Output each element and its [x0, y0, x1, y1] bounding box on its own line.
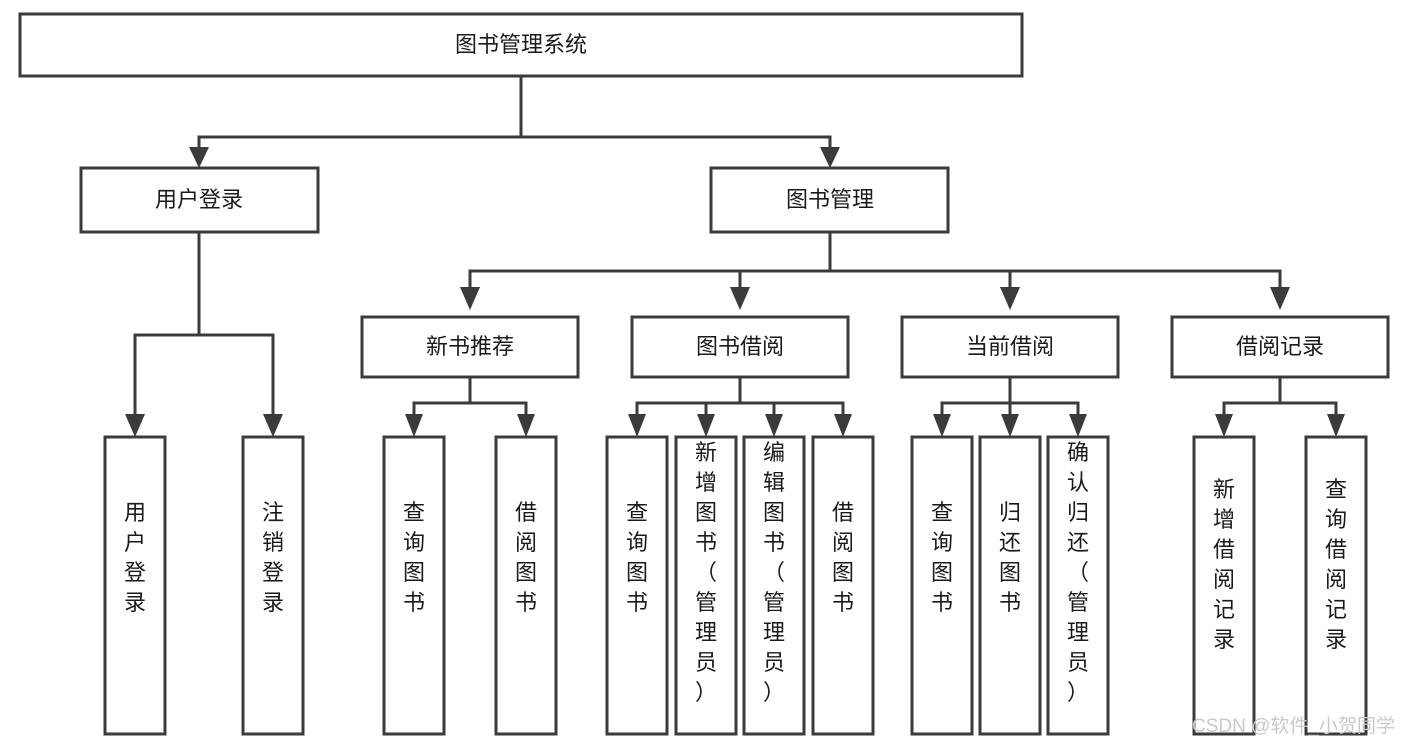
- node-book-manage-label: 图书管理: [786, 187, 874, 212]
- node-leaf-query-book-2[interactable]: 查询图书: [605, 435, 669, 736]
- arrowhead-leaf-query-book-1: [405, 414, 423, 437]
- node-leaf-query-book-3[interactable]: 查询图书: [910, 435, 974, 736]
- node-leaf-query-book-3-box[interactable]: [910, 435, 974, 736]
- arrowhead-leaf-return-book: [1001, 414, 1019, 437]
- node-leaf-confirm-return-label: 确认归还（管理员）: [1067, 440, 1089, 705]
- node-leaf-add-book-label: 新增图书（管理员）: [695, 440, 717, 705]
- arrowhead-current-borrow: [1000, 287, 1020, 310]
- arrowhead-book-manage: [820, 147, 840, 168]
- arrowhead-leaf-add-book: [697, 414, 715, 437]
- node-leaf-add-book[interactable]: 新增图书（管理员）: [674, 435, 738, 736]
- node-leaf-edit-book-label: 编辑图书（管理员）: [763, 440, 785, 705]
- node-book-manage[interactable]: 图书管理: [709, 166, 950, 234]
- node-leaf-borrow-book-2-box[interactable]: [811, 435, 875, 736]
- node-leaf-confirm-return-box[interactable]: [1046, 435, 1110, 736]
- node-leaf-user-login-box[interactable]: [103, 435, 167, 736]
- node-leaf-borrow-book-1-box[interactable]: [494, 435, 558, 736]
- node-leaf-user-logout-box[interactable]: [241, 435, 305, 736]
- node-new-book-recommend-box[interactable]: [360, 315, 580, 379]
- node-leaf-query-record-label: 查询借阅记录: [1325, 477, 1347, 652]
- arrowhead-leaf-user-login: [125, 414, 145, 437]
- arrowhead-user-login: [189, 147, 209, 168]
- node-leaf-user-logout-label: 注销登录: [262, 500, 284, 615]
- node-root-label: 图书管理系统: [455, 32, 587, 57]
- node-leaf-add-book-box[interactable]: [674, 435, 738, 736]
- node-leaf-add-record-label: 新增借阅记录: [1213, 477, 1235, 652]
- node-leaf-borrow-book-1-label: 借阅图书: [515, 500, 537, 615]
- arrowhead-leaf-query-book-3: [933, 414, 951, 437]
- arrowhead-leaf-confirm-return: [1069, 414, 1087, 437]
- arrowhead-leaf-user-logout: [263, 414, 283, 437]
- node-borrow-record-label: 借阅记录: [1236, 334, 1324, 359]
- node-current-borrow[interactable]: 当前借阅: [900, 315, 1120, 379]
- node-borrow-record[interactable]: 借阅记录: [1170, 315, 1390, 379]
- node-leaf-query-record-box[interactable]: [1304, 435, 1368, 736]
- node-leaf-borrow-book-2-label: 借阅图书: [832, 500, 854, 615]
- arrowhead-new-book-recommend: [460, 287, 480, 310]
- arrowhead-leaf-query-record: [1327, 414, 1345, 437]
- node-user-login-box[interactable]: [79, 166, 320, 234]
- arrowhead-leaf-query-book-2: [628, 414, 646, 437]
- node-leaf-return-book-box[interactable]: [978, 435, 1042, 736]
- node-leaf-borrow-book-2[interactable]: 借阅图书: [811, 435, 875, 736]
- arrowhead-book-borrow: [730, 287, 750, 310]
- node-leaf-query-record[interactable]: 查询借阅记录: [1304, 435, 1368, 736]
- node-leaf-query-book-1[interactable]: 查询图书: [382, 435, 446, 736]
- arrowhead-borrow-record: [1270, 287, 1290, 310]
- arrowhead-leaf-borrow-book-1: [517, 414, 535, 437]
- node-leaf-query-book-2-label: 查询图书: [626, 500, 648, 615]
- node-leaf-query-book-3-label: 查询图书: [931, 500, 953, 615]
- node-user-login-label: 用户登录: [155, 187, 243, 212]
- node-leaf-return-book-label: 归还图书: [999, 500, 1021, 615]
- node-leaf-edit-book[interactable]: 编辑图书（管理员）: [742, 435, 806, 736]
- node-leaf-return-book[interactable]: 归还图书: [978, 435, 1042, 736]
- node-leaf-add-record-box[interactable]: [1192, 435, 1256, 736]
- node-book-borrow-box[interactable]: [630, 315, 850, 379]
- node-leaf-add-record[interactable]: 新增借阅记录: [1192, 435, 1256, 736]
- csdn-watermark: CSDN @软件_小贺同学: [1192, 715, 1395, 737]
- node-leaf-query-book-1-box[interactable]: [382, 435, 446, 736]
- node-book-borrow[interactable]: 图书借阅: [630, 315, 850, 379]
- node-borrow-record-box[interactable]: [1170, 315, 1390, 379]
- node-leaf-query-book-1-label: 查询图书: [403, 500, 425, 615]
- node-leaf-borrow-book-1[interactable]: 借阅图书: [494, 435, 558, 736]
- node-current-borrow-box[interactable]: [900, 315, 1120, 379]
- node-new-book-recommend-label: 新书推荐: [426, 334, 514, 359]
- node-current-borrow-label: 当前借阅: [966, 334, 1054, 359]
- node-leaf-edit-book-box[interactable]: [742, 435, 806, 736]
- connector-layer: [125, 74, 1345, 437]
- arrowhead-leaf-add-record: [1215, 414, 1233, 437]
- node-new-book-recommend[interactable]: 新书推荐: [360, 315, 580, 379]
- node-leaf-confirm-return[interactable]: 确认归还（管理员）: [1046, 435, 1110, 736]
- node-book-manage-box[interactable]: [709, 166, 950, 234]
- node-root-system[interactable]: 图书管理系统: [18, 12, 1024, 78]
- node-leaf-user-logout[interactable]: 注销登录: [241, 435, 305, 736]
- node-book-borrow-label: 图书借阅: [696, 334, 784, 359]
- arrowhead-leaf-borrow-book-2: [834, 414, 852, 437]
- node-root-box[interactable]: [18, 12, 1024, 78]
- node-leaf-query-book-2-box[interactable]: [605, 435, 669, 736]
- node-user-login[interactable]: 用户登录: [79, 166, 320, 234]
- node-leaf-user-login-label: 用户登录: [124, 500, 146, 615]
- arrowhead-leaf-edit-book: [765, 414, 783, 437]
- node-leaf-user-login[interactable]: 用户登录: [103, 435, 167, 736]
